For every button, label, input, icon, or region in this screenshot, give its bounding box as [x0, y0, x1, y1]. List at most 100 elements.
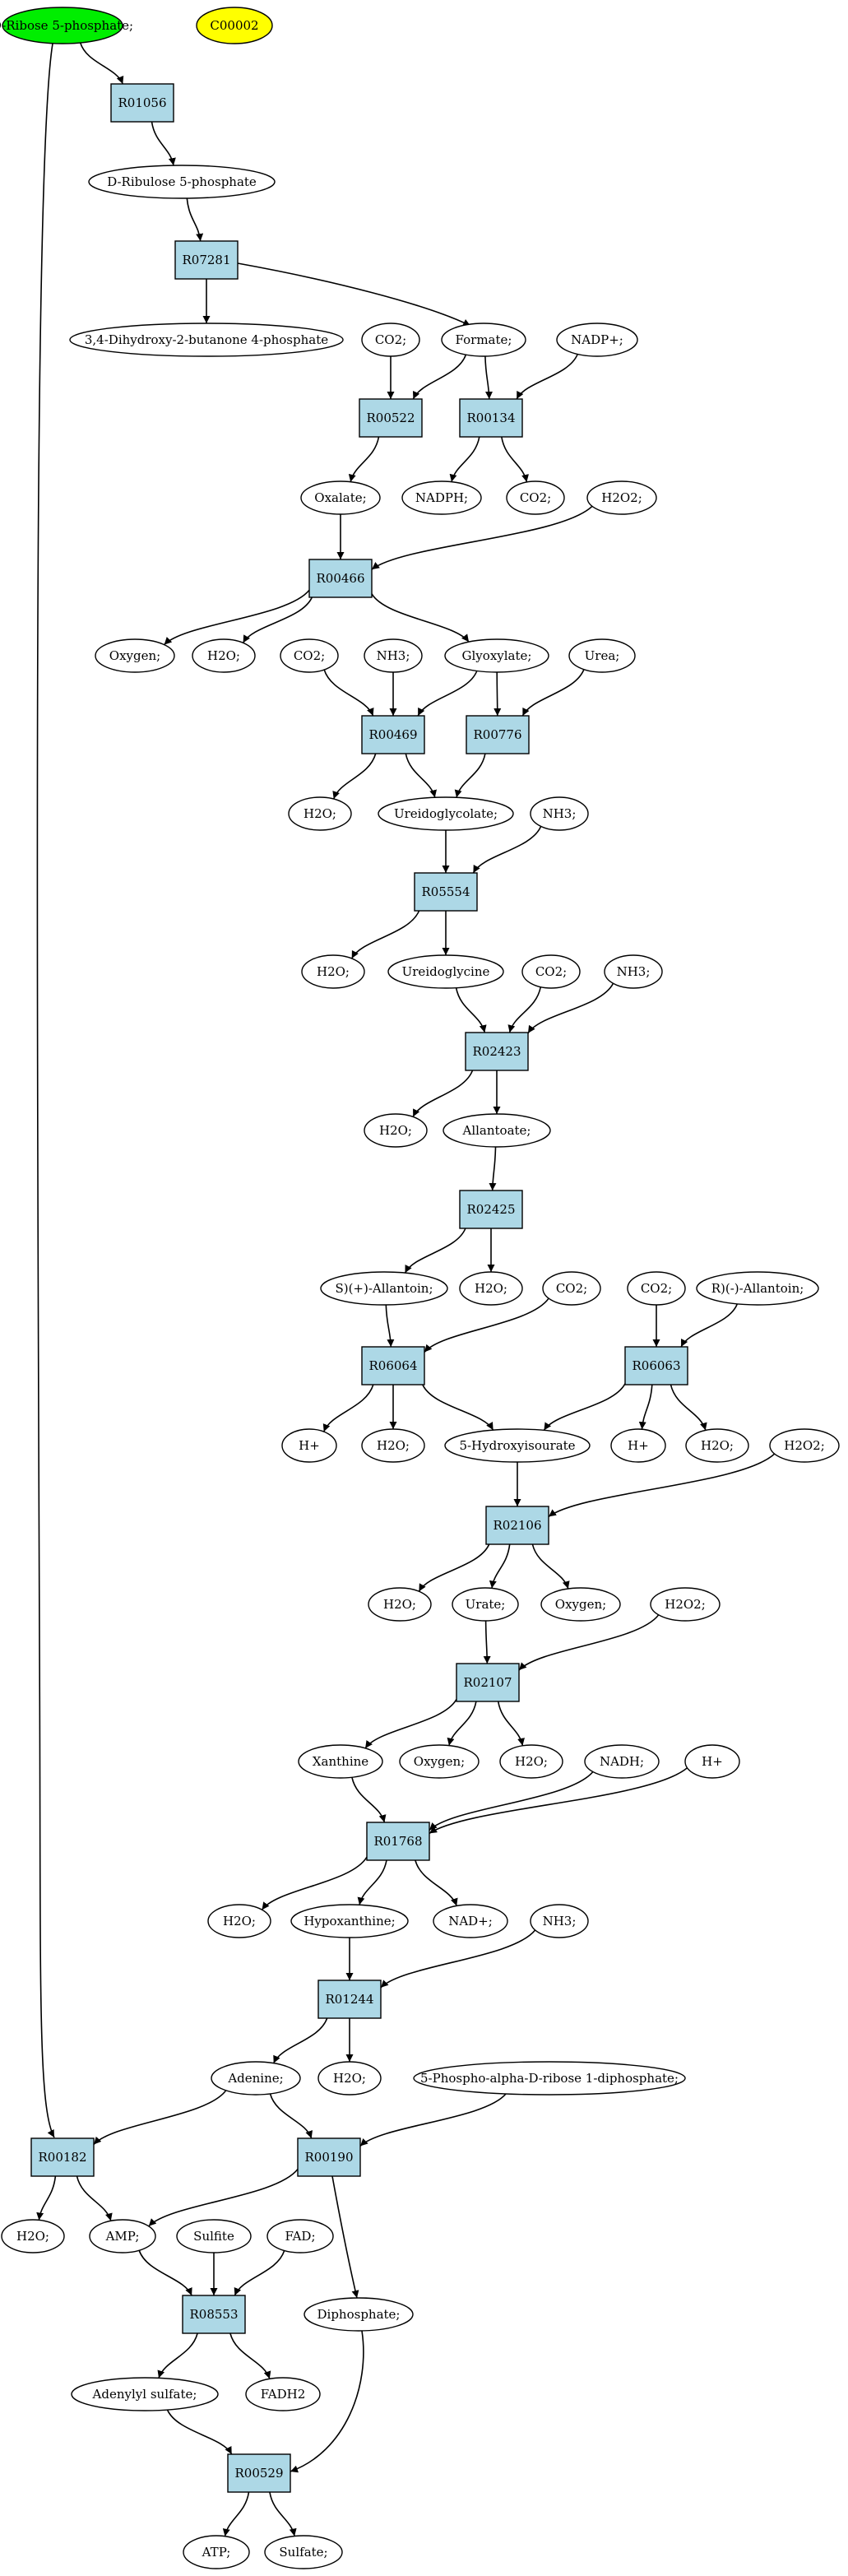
reaction-node-r_R07281: R07281	[174, 240, 239, 280]
compound-node-n_oxygen_b: Oxygen;	[540, 1587, 621, 1622]
reaction-node-r_R00529: R00529	[227, 2453, 291, 2493]
reaction-box	[414, 872, 478, 912]
compound-ellipse	[207, 1904, 271, 1938]
node-label: R00466	[316, 571, 364, 586]
compound-node-n_urea: Urea;	[568, 638, 636, 673]
node-label: R07281	[182, 253, 230, 267]
node-label: Ureidoglycolate;	[394, 806, 498, 821]
compound-node-n_hplus_b: H+	[610, 1428, 666, 1463]
edge-n_r_allantoin-to-r_R06063	[680, 1303, 739, 1348]
compound-node-n_fadh2: FADH2	[245, 2377, 321, 2411]
compound-ellipse	[264, 2535, 343, 2569]
reaction-box	[308, 559, 373, 598]
compound-ellipse	[378, 796, 514, 831]
reaction-box	[110, 83, 174, 123]
compound-ellipse	[441, 323, 526, 357]
node-label: R00190	[304, 2150, 353, 2165]
compound-ellipse	[684, 1744, 740, 1779]
edge-n_dr5p_start-to-r_R01056	[79, 42, 124, 85]
node-label: R02423	[472, 1044, 521, 1059]
node-label: ATP;	[202, 2545, 231, 2560]
node-label: FADH2	[261, 2387, 306, 2402]
compound-node-n_nadp: NADP+;	[556, 323, 638, 357]
node-label: R00469	[368, 727, 417, 742]
node-label: Glyoxylate;	[462, 648, 532, 663]
reaction-node-r_R00522: R00522	[359, 398, 423, 438]
compound-node-n_oxygen_c: Oxygen;	[399, 1744, 480, 1779]
compound-node-n_oxygen_a: Oxygen;	[95, 638, 175, 673]
edge-n_ureidoglycine-to-r_R02423	[455, 987, 487, 1033]
compound-node-n_oxalate: Oxalate;	[300, 480, 381, 515]
compound-ellipse	[444, 1428, 591, 1463]
compound-node-n_diphosphate: Diphosphate;	[304, 2297, 414, 2332]
compound-ellipse	[290, 1904, 409, 1938]
reaction-box	[624, 1346, 688, 1385]
node-label: R00522	[366, 411, 415, 425]
edge-r_R00466-to-n_oxygen_a	[164, 589, 310, 646]
edge-n_urea-to-r_R00776	[521, 669, 585, 717]
node-label: H2O;	[515, 1754, 548, 1769]
node-label: H2O;	[379, 1123, 412, 1138]
compound-ellipse	[556, 323, 638, 357]
edge-r_R05554-to-n_h2o_c	[350, 910, 420, 959]
compound-ellipse	[280, 638, 339, 673]
compound-node-n_prpp: 5-Phospho-alpha-D-ribose 1-diphosphate;	[413, 2061, 686, 2096]
compound-node-n_nadph: NADPH;	[401, 480, 482, 515]
node-label: R06064	[368, 1358, 417, 1373]
edge-r_R00529-to-n_atp	[222, 2491, 250, 2537]
edge-r_R00469-to-n_ureidoglycolate	[405, 753, 437, 798]
compound-ellipse	[610, 1428, 666, 1463]
compound-ellipse	[387, 954, 504, 989]
compound-node-n_h2o_j: H2O;	[207, 1904, 271, 1938]
compound-node-n_h2o2_c: H2O2;	[650, 1587, 721, 1622]
edge-r_R00190-to-n_amp	[148, 2169, 299, 2227]
reaction-box	[361, 1346, 425, 1385]
edge-n_h2o2_c-to-r_R02107	[518, 1614, 660, 1671]
edge-n_nadh-to-r_R01768	[429, 1771, 594, 1831]
edge-n_h2o2_b-to-r_R02106	[548, 1453, 776, 1518]
node-label: D-Ribulose 5-phosphate	[107, 174, 257, 189]
compound-node-n_co2_f: CO2;	[627, 1271, 686, 1306]
compound-node-n_nadh: NADH;	[584, 1744, 660, 1779]
node-label: NAD+;	[448, 1914, 493, 1929]
compound-node-n_sulfate: Sulfate;	[264, 2535, 343, 2569]
compound-ellipse	[361, 1428, 425, 1463]
compound-ellipse	[413, 2061, 686, 2096]
node-label: Urea;	[585, 648, 620, 663]
edge-r_R02106-to-n_oxygen_b	[531, 1543, 570, 1590]
edge-r_R00522-to-n_oxalate	[348, 436, 380, 482]
compound-ellipse	[288, 796, 352, 831]
nodes-layer: D-Ribose 5-phosphate;C00002R01056D-Ribul…	[0, 7, 840, 2569]
edge-r_R06064-to-n_5hiu	[422, 1384, 494, 1431]
compound-ellipse	[361, 323, 420, 357]
compound-ellipse	[604, 954, 663, 989]
edge-n_nadp-to-r_R00134	[516, 354, 578, 400]
node-label: S)(+)-Allantoin;	[335, 1281, 433, 1296]
node-label: CO2;	[556, 1281, 587, 1296]
edge-r_R02107-to-n_oxygen_c	[447, 1701, 477, 1746]
edge-r_R02423-to-n_h2o_d	[412, 1070, 474, 1117]
node-label: H2O;	[383, 1597, 416, 1612]
compound-node-n_h2o_h: H2O;	[368, 1587, 432, 1622]
compound-node-n_co2_c: CO2;	[280, 638, 339, 673]
node-label: NH3;	[377, 648, 410, 663]
node-label: R01056	[118, 95, 166, 110]
reaction-box	[297, 2137, 361, 2177]
node-label: NADP+;	[571, 332, 623, 347]
node-label: R02425	[466, 1202, 515, 1217]
reaction-box	[465, 1032, 529, 1071]
compound-ellipse	[452, 1587, 519, 1622]
compound-ellipse	[433, 1904, 508, 1938]
reaction-box	[485, 1506, 549, 1545]
compound-ellipse	[298, 1744, 383, 1779]
edge-r_R01768-to-n_hypoxanthine	[357, 1859, 387, 1905]
compound-node-n_co2_e: CO2;	[542, 1271, 601, 1306]
edge-r_R02106-to-n_urate	[489, 1543, 511, 1589]
compound-ellipse	[399, 1744, 480, 1779]
node-label: NH3;	[543, 1914, 577, 1929]
node-label: Formate;	[456, 332, 512, 347]
reaction-box	[456, 1663, 520, 1702]
node-label: 5-Phospho-alpha-D-ribose 1-diphosphate;	[420, 2071, 679, 2086]
node-label: H2O;	[333, 2071, 366, 2086]
